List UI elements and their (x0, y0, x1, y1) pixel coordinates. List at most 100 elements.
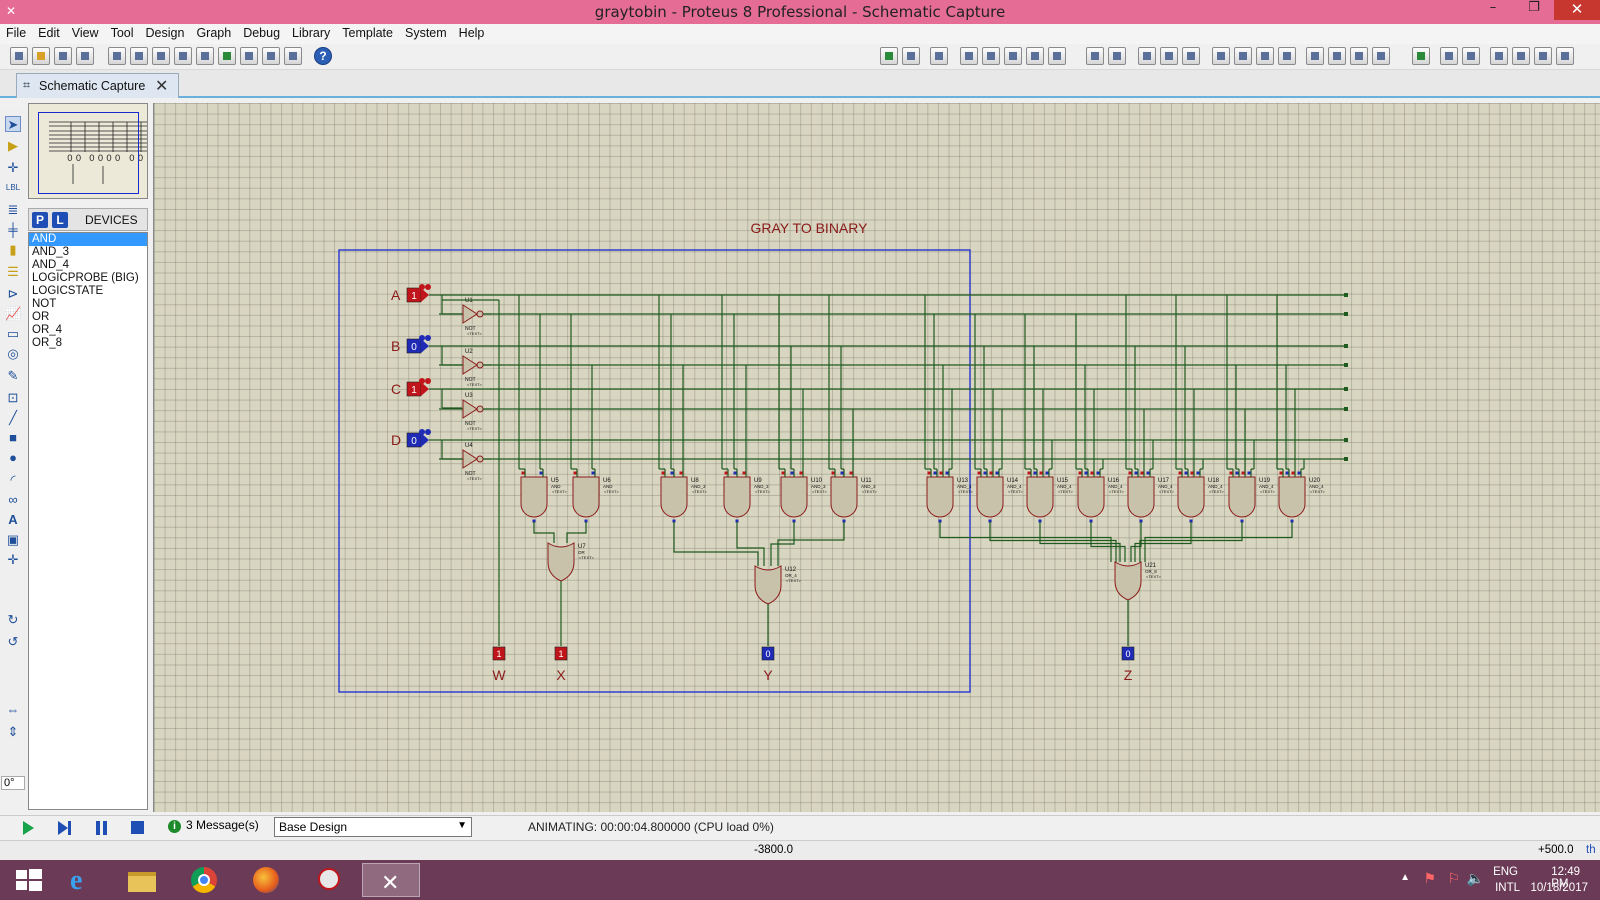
close-button[interactable]: ✕ (1554, 0, 1600, 20)
pause-icon[interactable] (96, 821, 108, 837)
volume-icon[interactable]: 🔈 (1466, 870, 1484, 886)
zoom-area-icon[interactable] (1048, 47, 1066, 65)
device-item[interactable]: NOT (32, 298, 57, 310)
redo-icon[interactable] (1108, 47, 1126, 65)
decompose-icon[interactable] (1372, 47, 1390, 65)
menu-graph[interactable]: Graph (196, 26, 232, 40)
gerber-icon[interactable] (218, 47, 236, 65)
device-item[interactable]: OR (32, 311, 50, 323)
notes-icon[interactable] (284, 47, 302, 65)
cut-icon[interactable] (1138, 47, 1156, 65)
schematic-icon[interactable] (130, 47, 148, 65)
clock-date[interactable]: 10/18/2017 (1530, 882, 1588, 894)
restore-button[interactable]: ❐ (1528, 0, 1540, 15)
minimize-button[interactable]: – (1489, 0, 1497, 15)
3d-viewer-icon[interactable] (196, 47, 214, 65)
proteus-active-taskbar-icon[interactable]: ✕ (362, 863, 420, 897)
pan-icon[interactable] (960, 47, 978, 65)
make-device-icon[interactable] (1328, 47, 1346, 65)
bom-icon[interactable] (240, 47, 258, 65)
device-item[interactable]: OR_4 (32, 324, 63, 336)
probe-icon[interactable]: ✎ (7, 368, 19, 383)
menu-system[interactable]: System (404, 26, 447, 40)
path-tool-icon[interactable]: ∞ (8, 492, 18, 507)
new-sheet-icon[interactable] (1490, 47, 1508, 65)
device-item[interactable]: LOGICPROBE (BIG) (32, 272, 139, 284)
device-pins-icon[interactable]: ⊳ (7, 286, 19, 301)
block-copy-icon[interactable] (1212, 47, 1230, 65)
junction-dot-icon[interactable]: ✛ (7, 160, 19, 175)
property-assignment-icon[interactable] (1462, 47, 1480, 65)
chrome-icon[interactable] (180, 863, 228, 897)
file-explorer-icon[interactable] (118, 863, 166, 897)
paste-icon[interactable] (1182, 47, 1200, 65)
menu-help[interactable]: Help (458, 26, 485, 40)
open-folder-icon[interactable] (32, 47, 50, 65)
mirror-x-icon[interactable]: ⇔ (6, 702, 20, 717)
stop-icon[interactable] (131, 821, 144, 834)
subcircuit-icon[interactable]: ▮ (9, 242, 17, 257)
wire-label-icon[interactable]: LBL (5, 183, 21, 192)
language-primary[interactable]: ENG (1493, 866, 1518, 878)
origin-icon[interactable] (930, 47, 948, 65)
marker-tool-icon[interactable]: ✛ (7, 552, 19, 567)
device-item[interactable]: AND_3 (32, 246, 70, 258)
design-explorer-icon[interactable] (262, 47, 280, 65)
block-move-icon[interactable] (1234, 47, 1252, 65)
design-rule-check-icon[interactable] (1556, 47, 1574, 65)
menu-tool[interactable]: Tool (110, 26, 134, 40)
box-tool-icon[interactable]: ■ (9, 430, 17, 445)
help-icon[interactable]: ? (314, 47, 332, 65)
block-delete-icon[interactable] (1278, 47, 1296, 65)
generator-icon[interactable]: ◎ (7, 346, 19, 361)
device-item[interactable]: AND (29, 233, 147, 246)
pcb-layout-icon[interactable] (152, 47, 170, 65)
symbol-tool-icon[interactable]: ▣ (6, 532, 20, 547)
arc-tool-icon[interactable]: ◜ (10, 472, 16, 487)
close-tab-icon[interactable]: ✕ (155, 78, 169, 95)
internet-explorer-icon[interactable]: e (70, 865, 83, 896)
menu-view[interactable]: View (71, 26, 99, 40)
search-icon[interactable] (1440, 47, 1458, 65)
design-selector[interactable]: Base Design▼ (274, 817, 472, 837)
save-icon[interactable] (54, 47, 72, 65)
step-icon[interactable] (58, 821, 72, 837)
import-icon[interactable] (76, 47, 94, 65)
device-item[interactable]: AND_4 (32, 259, 70, 271)
library-manager-button[interactable]: L (52, 212, 68, 228)
terminals-icon[interactable]: ☰ (7, 264, 19, 279)
block-rotate-icon[interactable] (1256, 47, 1274, 65)
action-center-icon[interactable]: ⚐ (1447, 870, 1460, 886)
mirror-y-icon[interactable]: ⇕ (7, 724, 19, 739)
clock-time[interactable]: 12:49 PM (1551, 866, 1580, 890)
refresh-icon[interactable] (880, 47, 898, 65)
proteus-isis-taskbar-icon[interactable] (304, 863, 352, 897)
text-script-icon[interactable]: ≣ (7, 202, 19, 217)
graph-mode-icon[interactable]: 📈 (5, 306, 22, 321)
menu-edit[interactable]: Edit (38, 26, 60, 40)
menu-design[interactable]: Design (145, 26, 185, 40)
pick-device-icon[interactable] (1306, 47, 1324, 65)
virtual-instruments-icon[interactable]: ⊡ (7, 390, 19, 405)
language-secondary[interactable]: INTL (1495, 882, 1520, 894)
zoom-all-icon[interactable] (1026, 47, 1044, 65)
rotate-anticlockwise-icon[interactable]: ↺ (7, 634, 19, 649)
menu-library[interactable]: Library (292, 26, 331, 40)
menu-file[interactable]: File (6, 26, 27, 40)
undo-icon[interactable] (1086, 47, 1104, 65)
active-popup-icon[interactable]: ▭ (6, 326, 20, 341)
line-tool-icon[interactable]: ╱ (9, 410, 17, 425)
device-item[interactable]: LOGICSTATE (32, 285, 104, 297)
home-icon[interactable] (108, 47, 126, 65)
copy-icon[interactable] (1160, 47, 1178, 65)
buses-icon[interactable]: ╪ (8, 222, 18, 237)
new-file-icon[interactable] (10, 47, 28, 65)
wire-autorouter-icon[interactable] (1412, 47, 1430, 65)
circle-tool-icon[interactable]: ● (9, 450, 17, 465)
proteus-app-icon[interactable]: ✕ (6, 4, 17, 18)
device-item[interactable]: OR_8 (32, 337, 63, 349)
menu-debug[interactable]: Debug (243, 26, 281, 40)
